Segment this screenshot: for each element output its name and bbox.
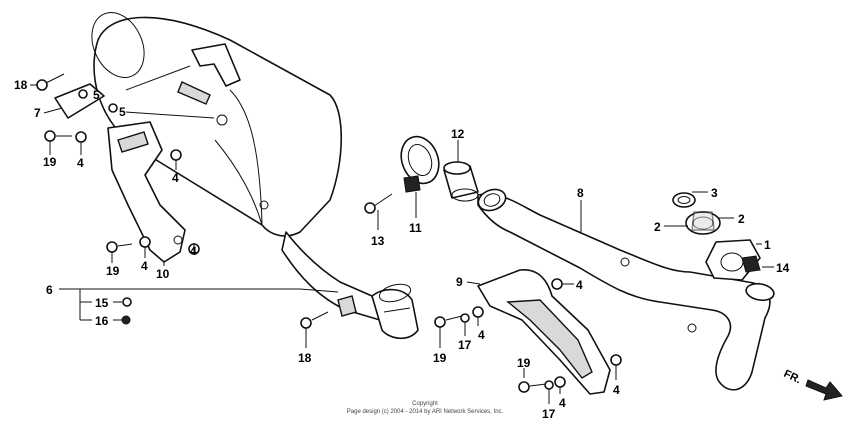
callout-12: 12 (451, 127, 465, 141)
callout-17: 17 (458, 338, 472, 352)
callout-4: 4 (576, 278, 583, 292)
callout-19: 19 (433, 351, 447, 365)
leader-lines (30, 65, 774, 404)
bolt-19-left-top (44, 130, 72, 142)
callout-3: 3 (711, 186, 718, 200)
copyright-line-1: Copyright (412, 401, 438, 407)
callout-4: 4 (559, 396, 566, 410)
front-arrow-icon (805, 379, 843, 401)
exhaust-gasket-sleeve (443, 161, 479, 202)
exhaust-gasket-ring (672, 192, 696, 208)
callout-16: 16 (95, 314, 109, 328)
callout-13: 13 (371, 234, 385, 248)
callout-15: 15 (95, 296, 109, 310)
pipe-protector (477, 269, 611, 395)
callout-7: 7 (34, 106, 41, 120)
callout-4: 4 (478, 328, 485, 342)
callout-2: 2 (738, 212, 745, 226)
callout-5: 5 (93, 88, 100, 102)
exhaust-joint-collar (685, 211, 721, 235)
muffler-heat-shield (54, 83, 105, 119)
bolt-19-bottom (518, 381, 547, 393)
pipe-flange (705, 239, 761, 281)
callout-1: 1 (764, 238, 771, 252)
callout-18: 18 (14, 78, 28, 92)
callout-2: 2 (654, 220, 661, 234)
bolt-18-top (36, 73, 65, 91)
band-clamp (400, 135, 440, 193)
callout-8: 8 (577, 186, 584, 200)
callout-14: 14 (776, 261, 790, 275)
callout-11: 11 (409, 221, 422, 235)
copyright-line-2: Page design (c) 2004 - 2014 by ARI Netwo… (347, 409, 504, 415)
callout-labels: 18 5 7 5 19 4 4 19 4 10 4 6 15 16 18 13 … (14, 78, 790, 421)
callout-4: 4 (190, 244, 197, 258)
muffler-bracket (107, 121, 186, 263)
callout-9: 9 (456, 275, 463, 289)
bolt-13 (364, 193, 393, 214)
direction-label: FR. (782, 368, 803, 386)
callout-19: 19 (517, 356, 531, 370)
callout-10: 10 (156, 267, 170, 281)
callout-4: 4 (613, 383, 620, 397)
callout-4: 4 (141, 259, 148, 273)
callout-19: 19 (43, 155, 57, 169)
callout-5: 5 (119, 105, 126, 119)
front-direction-indicator: FR. (782, 368, 843, 401)
callout-19: 19 (106, 264, 120, 278)
bolt-18-bottom (300, 311, 329, 329)
callout-18: 18 (298, 351, 312, 365)
copyright-notice: Copyright Page design (c) 2004 - 2014 by… (347, 401, 504, 415)
bolt-19-left-bottom (106, 241, 133, 253)
callout-4: 4 (172, 171, 179, 185)
callout-17: 17 (542, 407, 556, 421)
bolt-19-mid (434, 315, 463, 328)
callout-6: 6 (46, 283, 53, 297)
washer-nuts (75, 89, 622, 390)
callout-4: 4 (77, 156, 84, 170)
exhaust-pipe (477, 188, 775, 391)
muffler (91, 12, 419, 340)
